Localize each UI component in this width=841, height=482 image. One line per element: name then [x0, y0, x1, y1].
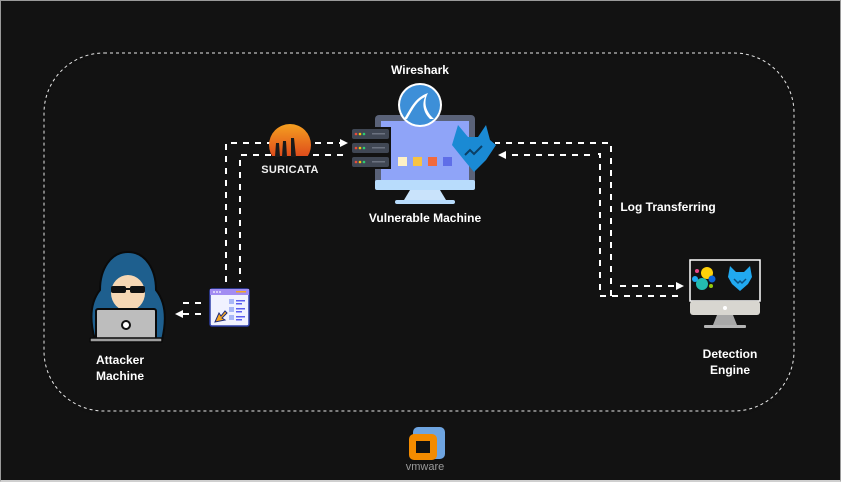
web-app-click-icon: [209, 288, 250, 327]
environment-boundary: [43, 52, 795, 412]
attacker-label-line1: Attacker: [95, 353, 145, 367]
edge-detection-to-vulnerable: [495, 142, 612, 296]
detection-engine-label: Detection Engine: [690, 346, 770, 378]
wireshark-label: Wireshark: [391, 63, 449, 77]
wazuh-agent-fox-icon: [452, 125, 496, 172]
vmware-label: vmware: [405, 461, 445, 473]
attacker-label-line2: Machine: [95, 369, 144, 383]
vulnerable-machine-monitor-icon: [375, 115, 475, 204]
detection-label-line1: Detection: [702, 347, 758, 361]
suricata-label: SURICATA: [261, 164, 319, 176]
vulnerable-machine-label: Vulnerable Machine: [368, 211, 482, 225]
attacker-machine-label: Attacker Machine: [85, 352, 155, 384]
log-transferring-label: Log Transferring: [620, 200, 716, 214]
detection-label-line2: Engine: [709, 363, 750, 377]
wireshark-fin-icon: [398, 83, 442, 127]
elastic-logo-icon: [692, 267, 716, 290]
suricata-logo-icon: [268, 124, 312, 168]
server-stack-icon: [350, 127, 391, 169]
hacker-laptop-icon: [89, 250, 166, 343]
vmware-logo-icon: [409, 427, 445, 460]
edge-webapp-to-attacker: [175, 302, 201, 318]
edge-vulnerable-to-detection: [498, 151, 684, 297]
wazuh-fox-icon: [728, 266, 752, 291]
